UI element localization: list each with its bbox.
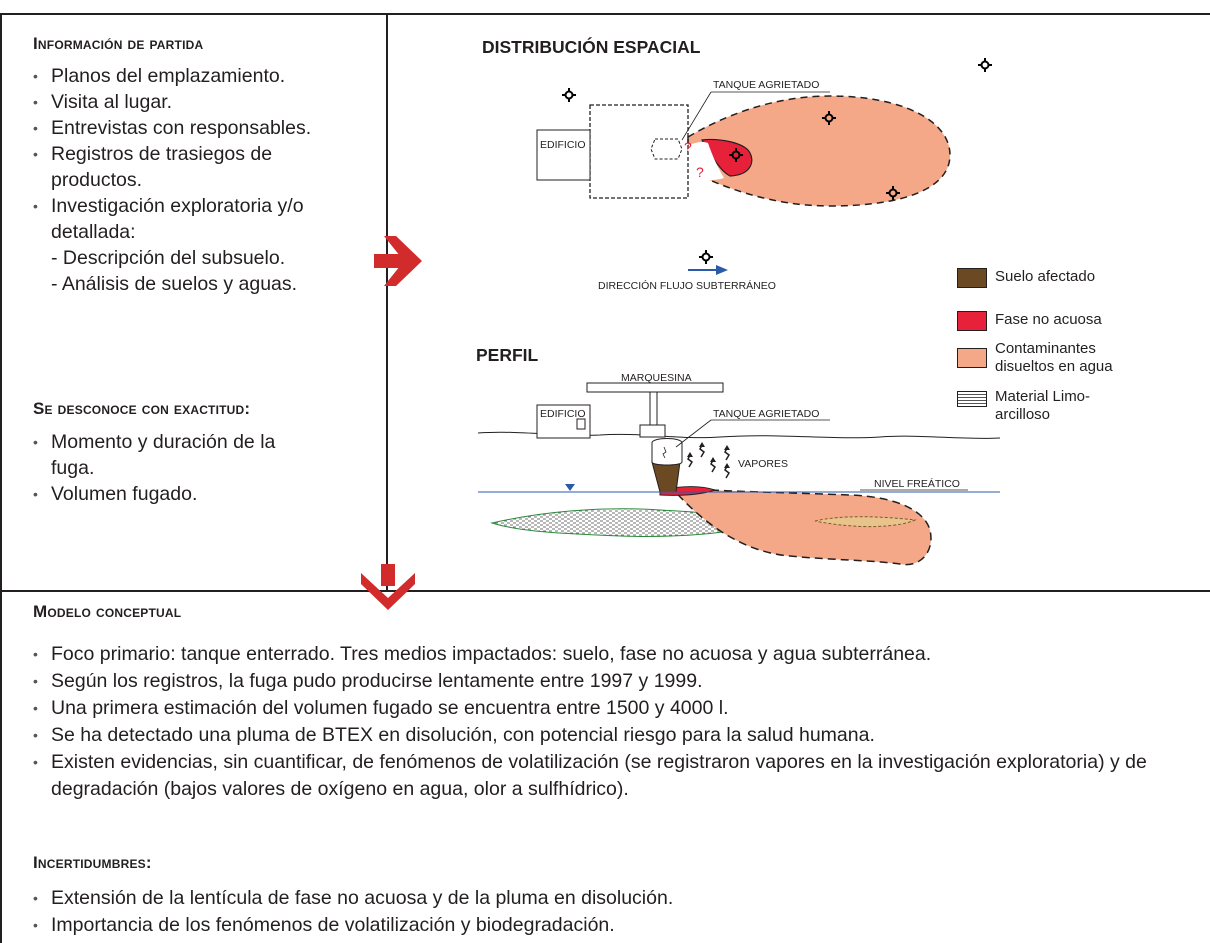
- transition-arrow-right: [374, 236, 422, 286]
- list-item: Entrevistas con responsables.: [27, 115, 377, 141]
- plan-building: [536, 129, 591, 181]
- legend-swatch: [957, 391, 987, 407]
- label-marquesina: MARQUESINA: [621, 372, 692, 384]
- label-direccion-flujo: DIRECCIÓN FLUJO SUBTERRÁNEO: [598, 280, 776, 292]
- list-item: Según los registros, la fuga pudo produc…: [27, 668, 1202, 695]
- list-item: Se ha detectado una pluma de BTEX en dis…: [27, 722, 1202, 749]
- heading-se-desconoce: Se desconoce con exactitud:: [33, 399, 251, 418]
- plan-site-outline: [589, 104, 689, 199]
- label-edificio-profile: EDIFICIO: [540, 408, 586, 420]
- list-item: Foco primario: tanque enterrado. Tres me…: [27, 641, 1202, 668]
- title-distribucion-espacial: DISTRIBUCIÓN ESPACIAL: [482, 37, 701, 57]
- profile-napl: [659, 486, 717, 496]
- list-item: Investigación exploratoria y/o detallada…: [27, 193, 351, 245]
- legend-item-suelo-afectado: Suelo afectado: [957, 268, 1095, 288]
- plan-plume-dissolved: [687, 95, 951, 207]
- label-tanque-profile: TANQUE AGRIETADO: [713, 408, 820, 420]
- question-mark-2: ?: [696, 164, 704, 180]
- list-item: Visita al lugar.: [27, 89, 377, 115]
- question-mark-1: ?: [684, 139, 692, 155]
- legend-label: Suelo afectado: [995, 268, 1096, 285]
- label-tanque-plan: TANQUE AGRIETADO: [713, 79, 820, 91]
- list-subitem: - Descripción del subsuelo.: [51, 247, 286, 269]
- legend-label: Material Limo-arcilloso: [995, 388, 1091, 423]
- legend-label: Contaminantes disueltos en agua: [995, 340, 1113, 375]
- list-item: Registros de trasiegos de productos.: [27, 141, 291, 193]
- legend-label: Fase no acuosa: [995, 311, 1102, 328]
- list-item: Existen evidencias, sin cuantificar, de …: [27, 749, 1202, 803]
- profile-canopy: [586, 382, 724, 393]
- list-item: Planos del emplazamiento.: [27, 63, 377, 89]
- frame-top-line: [0, 13, 1210, 15]
- profile-plume-dissolved: [670, 487, 932, 566]
- frame-divider-vertical: [386, 13, 388, 591]
- frame-divider-horizontal: [0, 590, 1210, 592]
- heading-informacion-partida: Información de partida: [33, 34, 204, 53]
- legend-swatch: [957, 268, 987, 288]
- legend-item-fase-no-acuosa: Fase no acuosa: [957, 311, 1102, 331]
- title-perfil: PERFIL: [476, 345, 539, 365]
- legend-item-limo-arcilloso: Material Limo-arcilloso: [957, 388, 1110, 424]
- transition-arrow-down: [361, 564, 415, 610]
- list-item: Extensión de la lentícula de fase no acu…: [27, 885, 1127, 912]
- list-informacion-partida: Planos del emplazamiento. Visita al luga…: [27, 63, 377, 297]
- list-item: Momento y duración de la fuga.: [27, 429, 311, 481]
- label-edificio-plan: EDIFICIO: [540, 139, 586, 151]
- plan-napl: [701, 138, 753, 177]
- list-item: Una primera estimación del volumen fugad…: [27, 695, 1202, 722]
- profile-affected-soil: [651, 461, 681, 493]
- list-subitem: - Análisis de suelos y aguas.: [51, 273, 298, 295]
- plan-tank: [650, 138, 683, 160]
- frame-left-edge: [0, 13, 2, 943]
- legend-swatch: [957, 311, 987, 331]
- profile-ground: [477, 431, 1001, 439]
- label-nivel-freatico: NIVEL FREÁTICO: [874, 478, 960, 490]
- profile-tank: [651, 438, 683, 466]
- heading-modelo-conceptual: Modelo conceptual: [33, 602, 182, 621]
- legend-item-contaminantes: Contaminantes disueltos en agua: [957, 340, 1115, 376]
- list-se-desconoce: Momento y duración de la fuga. Volumen f…: [27, 429, 327, 507]
- list-item: Volumen fugado.: [27, 481, 327, 507]
- list-item: Importancia de los fenómenos de volatili…: [27, 912, 1127, 939]
- label-vapores: VAPORES: [738, 458, 788, 470]
- profile-silt-clay: [490, 508, 762, 537]
- list-modelo-conceptual: Foco primario: tanque enterrado. Tres me…: [27, 641, 1202, 803]
- list-incertidumbres: Extensión de la lentícula de fase no acu…: [27, 885, 1127, 939]
- heading-incertidumbres: Incertidumbres:: [33, 853, 152, 872]
- legend-swatch: [957, 348, 987, 368]
